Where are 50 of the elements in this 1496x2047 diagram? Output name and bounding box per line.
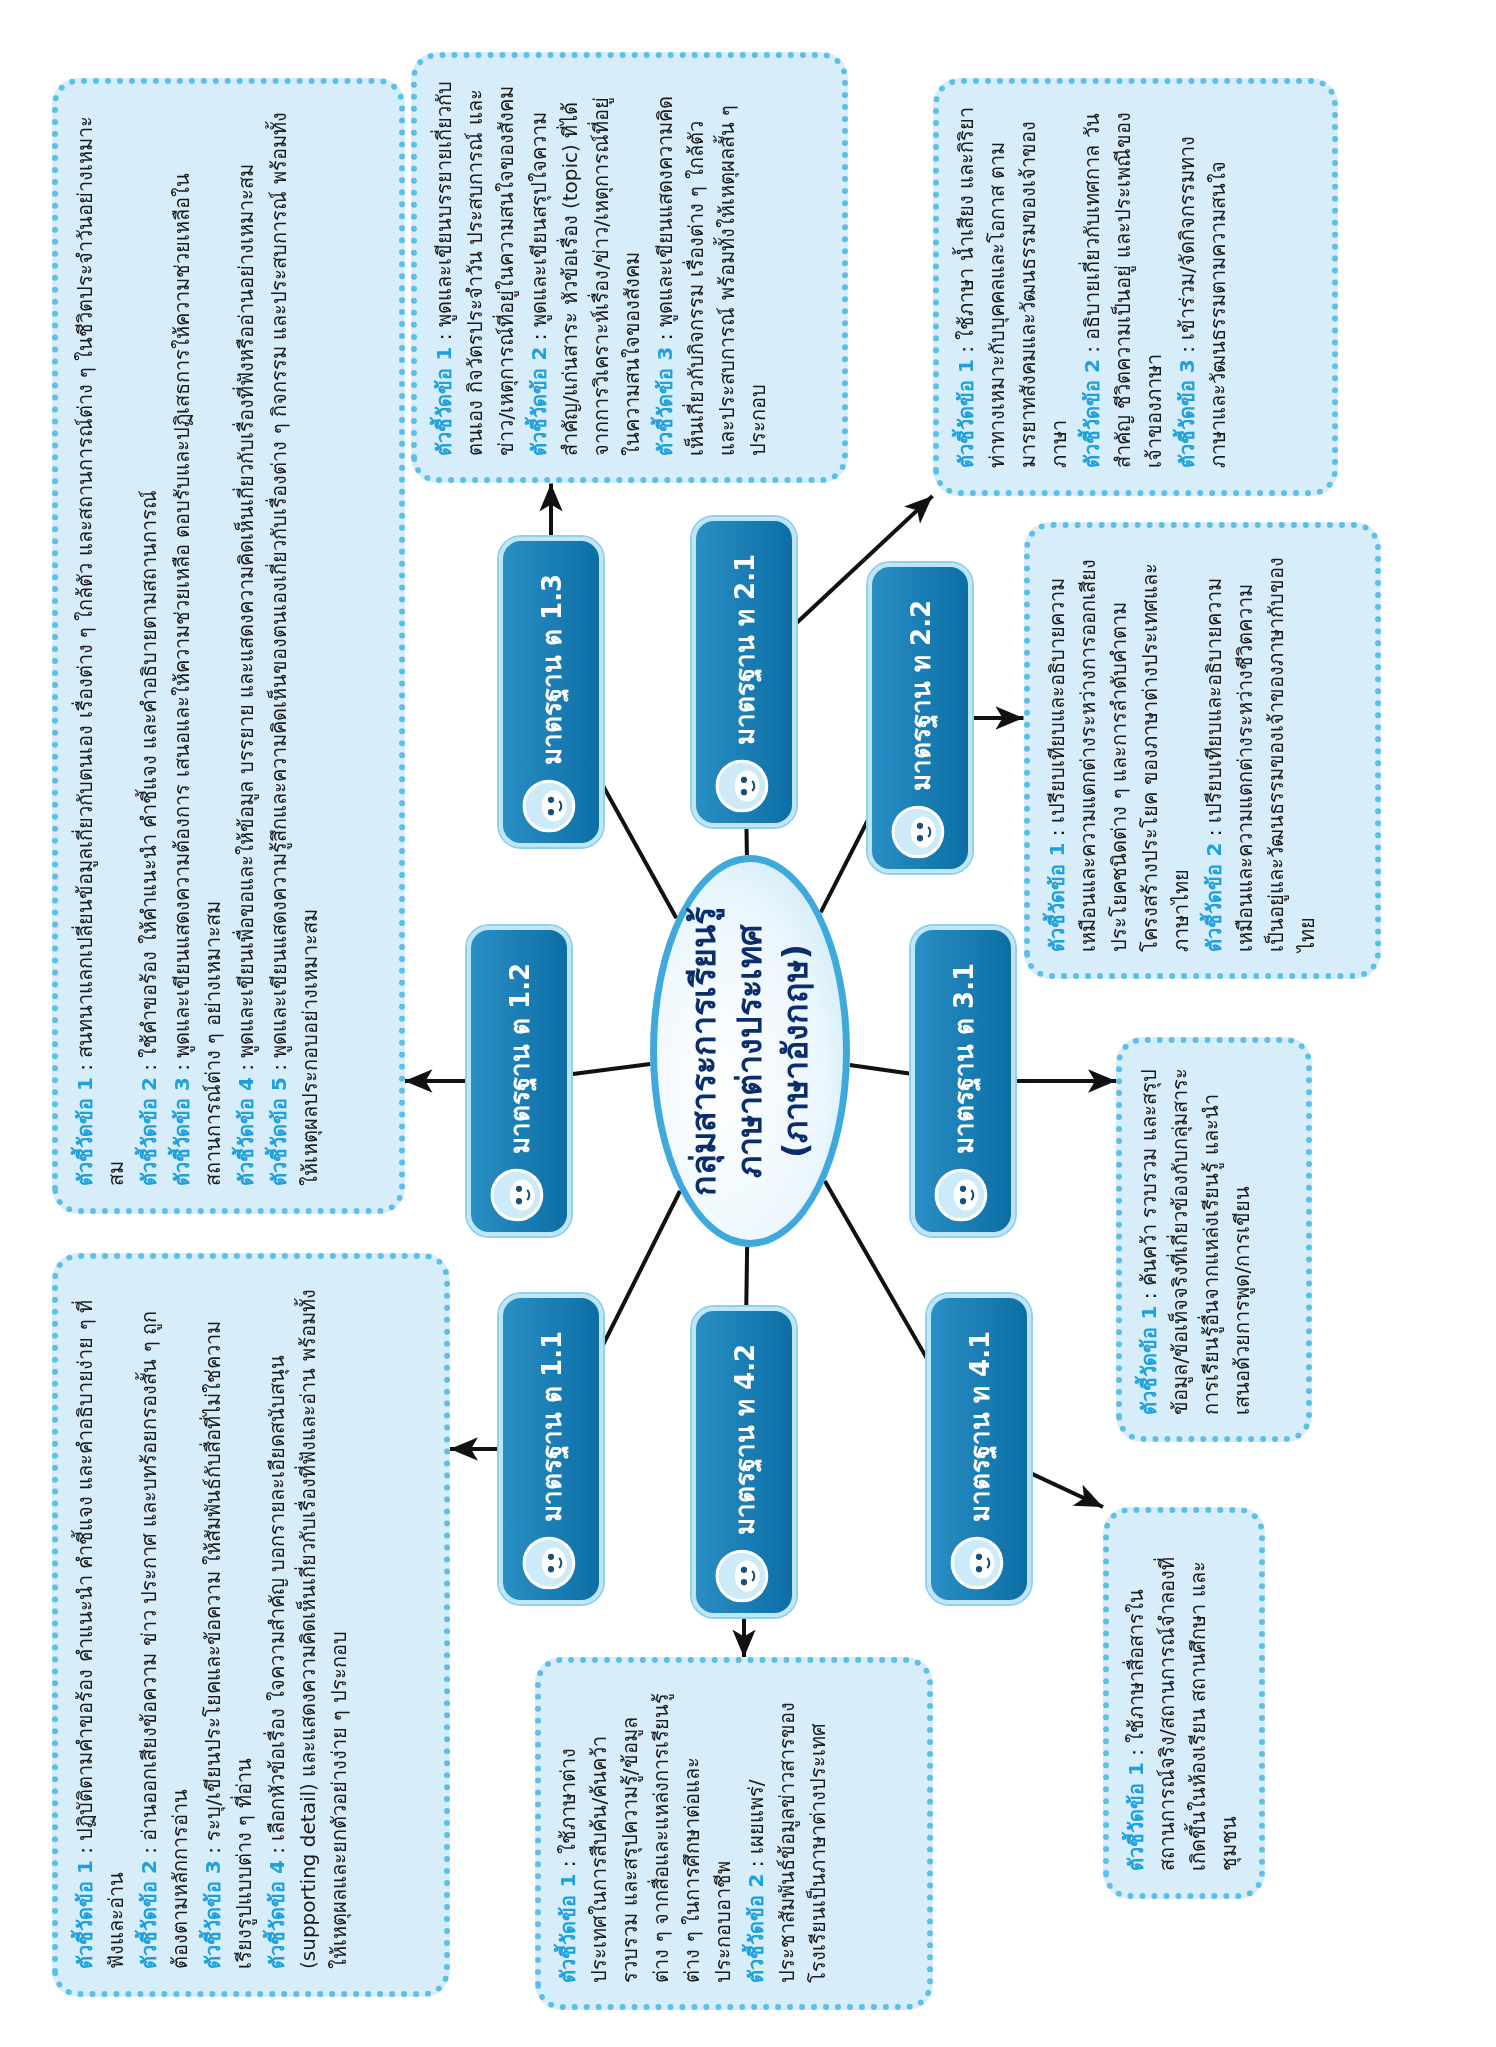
indicator-text: ตัวชี้วัดข้อ 4 : พูดและเขียนเพื่อขอและให้ข้อมูล บรรยาย และแสดงความคิดเห็นเกี่ยวกับเรื่องที่ฟังหรืออ่านอย่างเหมาะสม — [230, 162, 260, 1186]
indicator-box — [535, 1657, 933, 2011]
indicator-box — [1023, 522, 1381, 980]
indicator-text: ตัวชี้วัดข้อ 1 : ปฏิบัติตามคำขอร้อง คำแนะนำ คำชี้แจง และคำอธิบายง่าย ๆ ที่ฟังและอ่าน — [70, 1281, 132, 1969]
connector-line — [849, 1063, 912, 1076]
standard-box — [692, 1307, 796, 1617]
standard-label: มาตรฐาน ท 4.1 — [963, 1330, 998, 1522]
arrow — [972, 706, 1024, 730]
standard-label: มาตรฐาน ต 3.1 — [947, 962, 982, 1154]
topic-title: กลุ่มสาระการเรียนรู้ ภาษาต่างประเทศ (ภาษาอังกฤษ) — [682, 905, 816, 1198]
indicator-text: ตัวชี้วัดข้อ 3 : พูดและเขียนแสดงความต้องการ เสนอและให้ความช่วยเหลือ ตอบรับและปฏิเสธการให้ความช่วยเหลือในสถานการณ์ต่าง ๆ อย่างเหมาะสม — [166, 171, 226, 1186]
standard-box — [868, 563, 972, 873]
standard-label: มาตรฐาน ต 1.3 — [535, 573, 570, 765]
arrow — [539, 483, 563, 537]
standard-box — [499, 1294, 603, 1604]
arrow — [732, 1617, 756, 1658]
standard-label: มาตรฐาน ท 2.1 — [728, 553, 763, 745]
arrow — [1015, 1069, 1116, 1093]
indicator-text: ตัวชี้วัดข้อ 1 : สนทนาแลกเปลี่ยนข้อมูลเกี่ยวกับตนเอง เรื่องต่าง ๆ ใกล้ตัว และสถานการณ์ต่าง ๆ ในชีวิตประจำวันอย่างเหมาะสม — [69, 114, 129, 1186]
standard-box — [499, 537, 603, 847]
standard-box — [467, 926, 571, 1236]
indicator-box — [51, 78, 405, 1214]
indicator-text: ตัวชี้วัดข้อ 1 : พูดและเขียนบรรยายเกี่ยวกับตนเอง กิจวัตรประจำวัน ประสบการณ์ และข่าว/เหตุการณ์ที่อยู่ในความสนใจของสังคม — [428, 80, 520, 456]
indicator-text: ตัวชี้วัดข้อ 4 : เลือกหัวข้อเรื่อง ใจความสำคัญ บอกรายละเอียดสนับสนุน (supporting detail) และแสดงความคิดเห็นเกี่ยวกับเรื่องที่ฟังและอ่าน พร้อมทั้งให้เหตุผลและยกตัวอย่างง่าย ๆ ประกอบ — [262, 1281, 355, 1969]
standard-label: มาตรฐาน ท 4.2 — [728, 1343, 763, 1535]
arrow — [450, 1437, 499, 1461]
indicator-text: ตัวชี้วัดข้อ 5 : พูดและเขียนแสดงความรู้สึกและความคิดเห็นของตนเองเกี่ยวกับเรื่องต่าง ๆ กิจกรรม และประสบการณ์ พร้อมทั้งให้เหตุผลประกอบอย่างเหมาะสม — [263, 111, 324, 1186]
standard-box — [911, 926, 1015, 1236]
standard-label: มาตรฐาน ท 2.2 — [904, 599, 939, 791]
indicator-box — [1103, 1507, 1265, 1899]
standard-box — [927, 1294, 1031, 1604]
indicator-text: ตัวชี้วัดข้อ 2 : อ่านออกเสียงข้อความ ข่าว ประกาศ และบทร้อยกรองสั้น ๆ ถูกต้องตามหลักการอ่าน — [134, 1281, 196, 1969]
indicator-box — [52, 1253, 450, 1997]
connector-line — [744, 826, 749, 856]
indicator-box — [1116, 1037, 1312, 1443]
indicator-box — [932, 78, 1338, 496]
indicator-text: ตัวชี้วัดข้อ 3 : ระบุ/เขียนประโยคและข้อความ ให้สัมพันธ์กับสื่อที่ไม่ใช่ความเรียงรูปแบบต่าง ๆ ที่อ่าน — [198, 1281, 260, 1969]
standard-label: มาตรฐาน ต 1.2 — [503, 962, 538, 1154]
arrow — [1030, 1471, 1104, 1509]
standard-box — [692, 517, 796, 827]
connector-line — [744, 1246, 750, 1308]
arrow — [404, 1069, 467, 1093]
indicator-box — [410, 52, 848, 484]
indicator-text: ตัวชี้วัดข้อ 1 : เปรียบเทียบและอธิบายความเหมือนและความแตกต่างระหว่างการออกเสียงประโยคชนิดต่าง ๆ และการลำดับคำตามโครงสร้างประโยค ของภาษาต่างประเทศและภาษาไทย — [1041, 557, 1194, 952]
indicator-text: ตัวชี้วัดข้อ 1 : ใช้ภาษา น้ำเสียง และกิริยาท่าทางเหมาะกับบุคคลและโอกาส ตามมารยาทสังคมและวัฒนธรรมของเจ้าของภาษา — [950, 106, 1072, 468]
indicator-text: ตัวชี้วัดข้อ 2 : อธิบายเกี่ยวกับเทศกาล วันสำคัญ ชีวิตความเป็นอยู่ และประเพณีของเจ้าของภาษา — [1076, 111, 1167, 468]
standard-label: มาตรฐาน ต 1.1 — [535, 1330, 570, 1522]
indicator-text: ตัวชี้วัดข้อ 2 : ใช้คำขอร้อง ให้คำแนะนำ คำชี้แจง และคำอธิบายตามสถานการณ์ — [133, 488, 162, 1186]
connector-line — [570, 1061, 651, 1077]
indicator-text: ตัวชี้วัดข้อ 2 : เปรียบเทียบและอธิบายความเหมือนและความแตกต่างระหว่างชีวิตความเป็นอยู่และวัฒนธรรมของเจ้าของภาษากับของไทย — [1198, 555, 1320, 952]
